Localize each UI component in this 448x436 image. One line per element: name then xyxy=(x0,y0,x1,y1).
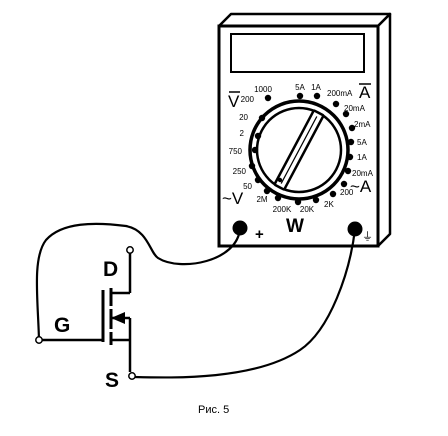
dial-scale-label: 5A xyxy=(357,138,367,147)
mosfet-symbol xyxy=(40,252,132,372)
dial-scale-label: 200 xyxy=(241,95,255,104)
dial-scale-label: 250 xyxy=(233,167,247,176)
dial-scale-label: 20mA xyxy=(344,104,366,113)
dial-position-dot[interactable] xyxy=(263,187,271,195)
dial-scale-label: 750 xyxy=(229,147,243,156)
dial-scale-label: 2mA xyxy=(354,120,371,129)
body-arrow xyxy=(111,312,125,324)
gate-label: G xyxy=(54,314,70,337)
dial-scale-label: 20 xyxy=(239,113,248,122)
dial-position-dot[interactable] xyxy=(313,92,321,100)
dial-scale-label: 2K xyxy=(324,200,334,209)
dial-position-dot[interactable] xyxy=(347,138,355,146)
multimeter-right-side xyxy=(376,12,392,248)
source-pin[interactable] xyxy=(128,372,136,380)
dial-scale-label: 200 xyxy=(340,188,354,197)
multimeter: 1000 5A 1A 200mA 20mA 2mA 5A 1A 20mA 200 2K 20K 200K… xyxy=(217,12,392,248)
dial-scale-labels: 1000 5A 1A 200mA 20mA 2mA 5A 1A 20mA 200 2K 20K 200K… xyxy=(229,83,374,214)
selector-knob-pointer xyxy=(280,116,318,184)
resistance-symbol: W xyxy=(286,216,304,237)
dial-position-dot[interactable] xyxy=(340,180,348,188)
voltage-ac-symbol: ~V xyxy=(222,189,244,208)
dial-position-dot[interactable] xyxy=(258,114,266,122)
test-wire-plus xyxy=(35,222,242,341)
dial-position-dot[interactable] xyxy=(254,132,262,140)
drain-label: D xyxy=(103,258,118,281)
dial-scale-label: 20K xyxy=(300,205,315,214)
dial-position-dot[interactable] xyxy=(344,167,352,175)
selector-knob[interactable] xyxy=(273,109,325,191)
dial-position-dot[interactable] xyxy=(312,196,320,204)
ground-terminal-symbol: ⏚ xyxy=(362,230,373,243)
dial-scale-label: 1A xyxy=(357,153,367,162)
dial-position-dot[interactable] xyxy=(348,124,356,132)
dial-position-dot[interactable] xyxy=(254,176,262,184)
gate-pin[interactable] xyxy=(35,336,43,344)
dial-position-dot[interactable] xyxy=(346,153,354,161)
multimeter-top-side xyxy=(217,12,392,28)
dial-scale-label: 2 xyxy=(240,129,245,138)
selector-indicator-dot xyxy=(277,177,283,183)
dial-scale-label: 200K xyxy=(273,205,292,214)
current-ac-symbol: ~A xyxy=(350,177,372,196)
dial-scale-label: 50 xyxy=(243,182,252,191)
dial-position-dot[interactable] xyxy=(296,92,304,100)
multimeter-display xyxy=(230,33,365,73)
dial-scale-label: 1A xyxy=(311,83,321,92)
plus-terminal-symbol: + xyxy=(255,226,264,243)
dial-position-dot[interactable] xyxy=(248,162,256,170)
current-dc-symbol: A xyxy=(359,83,371,102)
dial-position-dot[interactable] xyxy=(294,198,302,206)
source-label: S xyxy=(105,369,119,392)
dial-scale-label: 2M xyxy=(256,195,267,204)
dial-scale-label: 200mA xyxy=(327,89,353,98)
drain-pin[interactable] xyxy=(126,246,134,254)
dial-position-dot[interactable] xyxy=(342,110,350,118)
dial-scale-label: 5A xyxy=(295,83,305,92)
dial-scale-label: 1000 xyxy=(254,85,272,94)
dial-position-dots xyxy=(248,92,356,206)
dial-position-dot[interactable] xyxy=(274,194,282,202)
dial-scale-label: 20mA xyxy=(352,169,374,178)
dial-position-dot[interactable] xyxy=(329,190,337,198)
dial-position-dot[interactable] xyxy=(332,100,340,108)
voltage-dc-symbol: V xyxy=(228,92,240,111)
figure-caption: Рис. 5 xyxy=(198,404,229,416)
dial-position-dot[interactable] xyxy=(251,146,259,154)
rotary-selector[interactable] xyxy=(248,99,350,201)
test-wire-ground xyxy=(133,228,357,379)
dial-position-dot[interactable] xyxy=(264,94,272,102)
